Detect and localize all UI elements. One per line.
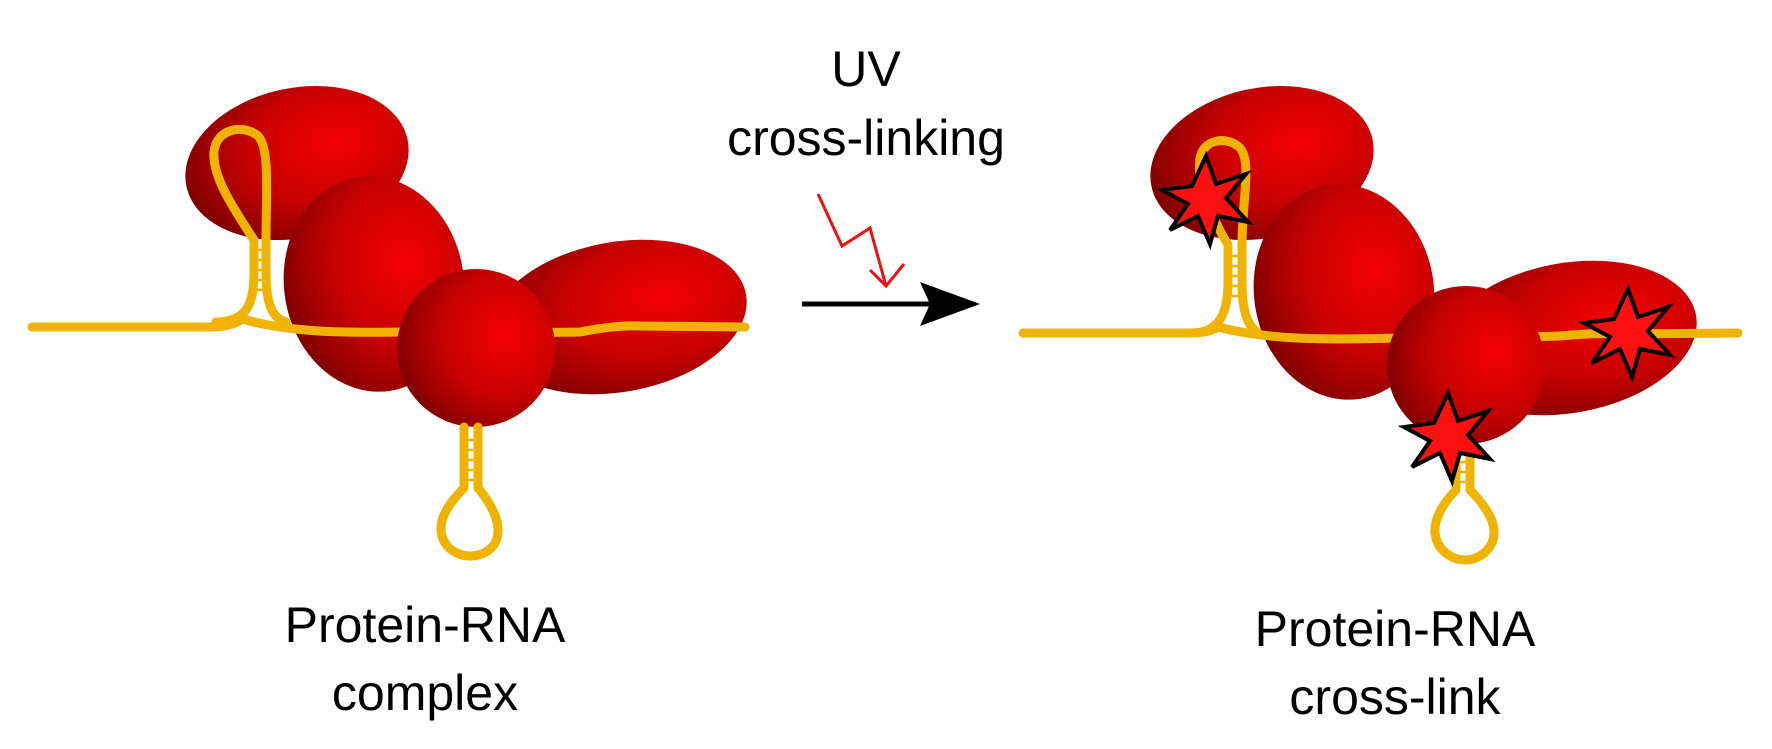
right-caption-line2: cross-link <box>1289 669 1501 725</box>
step-label-line2: cross-linking <box>727 110 1005 166</box>
protein-domain-front <box>1387 286 1545 444</box>
right-caption-line1: Protein-RNA <box>1255 601 1536 657</box>
step-label-line1: UV <box>831 41 901 97</box>
protein-domain-center <box>1253 184 1435 400</box>
star-burst-icon <box>1577 283 1676 383</box>
star-burst-icon <box>1397 387 1496 487</box>
protein-rna-crosslink <box>1018 85 1743 565</box>
rna-stem-loop-upper <box>209 124 291 327</box>
rna-stem-loop-upper <box>1187 136 1267 339</box>
left-caption-line2: complex <box>332 665 518 721</box>
protein-domain-front <box>397 269 555 427</box>
rna-stem-loop-lower <box>436 422 503 561</box>
protein-rna-complex <box>27 85 750 561</box>
right-arrow-icon <box>802 282 980 326</box>
star-burst-icon <box>1155 150 1254 250</box>
left-caption-line1: Protein-RNA <box>285 597 566 653</box>
lightning-bolt-icon <box>816 193 906 289</box>
